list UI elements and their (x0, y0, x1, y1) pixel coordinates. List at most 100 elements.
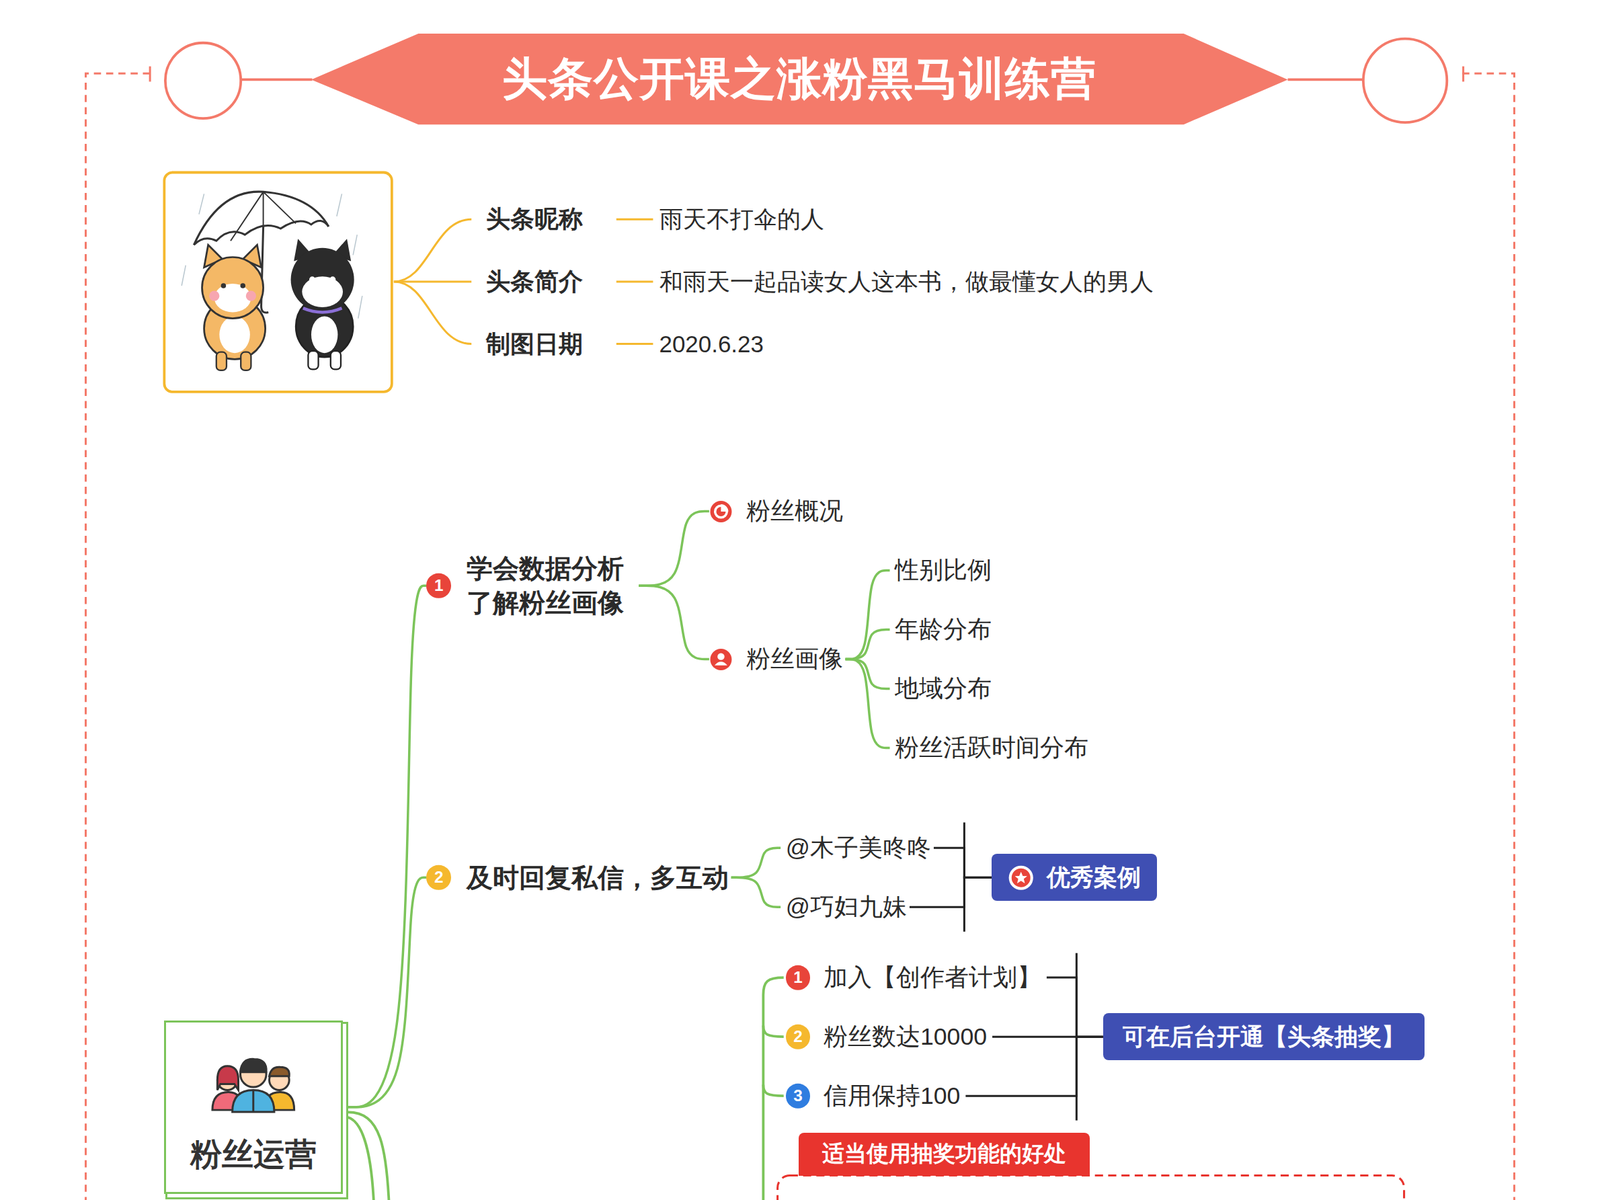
branch-line (342, 877, 427, 1108)
branch-line (845, 629, 891, 660)
avatar-illustration (311, 316, 338, 354)
branch-stub (763, 1084, 784, 1096)
avatar-illustration (193, 221, 329, 246)
avatar-illustration (221, 283, 227, 289)
branch-stub (763, 977, 784, 1200)
field-name: 头条昵称 (486, 203, 583, 236)
callout-number: 1 (785, 965, 811, 990)
field-value: 雨天不打伞的人 (659, 203, 825, 236)
branch-stub (348, 1111, 390, 1200)
node-text: 加入【创作者计划】 (823, 962, 1042, 993)
bracket-connector (909, 877, 992, 907)
avatar-illustration (352, 234, 357, 255)
avatar-illustration (336, 193, 343, 216)
node-text: 可在后台开通【头条抽奖】 (1122, 1021, 1406, 1053)
avatar-illustration (216, 352, 227, 371)
icon (709, 647, 733, 671)
field-name: 制图日期 (486, 327, 583, 361)
node-text: 粉丝概况 (746, 495, 844, 527)
title-banner (240, 77, 312, 81)
avatar-illustration (198, 193, 205, 214)
branch-line (845, 659, 891, 749)
page-frame (1462, 66, 1465, 83)
page-frame (1462, 73, 1514, 1200)
topic-node: 粉丝概况 (709, 495, 846, 527)
avatar-illustration (246, 291, 257, 302)
info-connector (616, 342, 654, 345)
avatar-illustration (219, 316, 251, 354)
node-text: 粉丝数达10000 (823, 1021, 987, 1053)
page-frame (86, 73, 151, 1200)
result-badge: 可在后台开通【头条抽奖】 (1103, 1013, 1425, 1061)
branch-line (342, 585, 427, 1108)
leaf-node: @巧妇九妹 (780, 891, 910, 923)
branch-line (731, 877, 782, 907)
field-name: 头条简介 (486, 264, 583, 298)
node-text: 及时回复私信，多互动 (466, 860, 729, 895)
avatar-illustration (240, 352, 251, 371)
branch-stub (348, 977, 784, 1200)
avatar-illustration (291, 248, 355, 312)
avatar-illustration (181, 265, 186, 286)
node-text: 地域分布 (894, 672, 992, 704)
condition-node: 信用保持100 3 (785, 1080, 964, 1112)
node-text: 信用保持100 (823, 1080, 961, 1112)
branch-line (731, 847, 782, 878)
topic-node: 及时回复私信，多互动 2 (426, 860, 731, 895)
callout-number: 3 (785, 1083, 811, 1108)
avatar-illustration (164, 172, 392, 392)
title-banner (311, 33, 1289, 125)
callout-number: 2 (785, 1024, 811, 1049)
bracket-connector (1046, 977, 1104, 1037)
dashed-panel (777, 1175, 1405, 1200)
page-frame (149, 66, 152, 83)
tag-box: 适当使用抽奖功能的好处 (798, 1132, 1090, 1176)
avatar-illustration (193, 191, 329, 245)
branch-stub (348, 1117, 375, 1200)
callout-number: 2 (426, 865, 451, 890)
info-connector (393, 281, 472, 345)
avatar-illustration (261, 226, 269, 313)
node-text: 学会数据分析 了解粉丝画像 (466, 551, 637, 621)
branch-line (845, 659, 891, 690)
condition-node: 加入【创作者计划】 1 (785, 962, 1045, 993)
node-text: 粉丝运营 (190, 1133, 317, 1176)
title-banner (1288, 77, 1365, 81)
node-text: 适当使用抽奖功能的好处 (822, 1138, 1067, 1170)
node-text: 粉丝画像 (746, 643, 844, 675)
case-badge: 优秀案例 (991, 853, 1157, 901)
leaf-node: @木子美咚咚 (780, 832, 934, 864)
root-box: 粉丝运营 (164, 1020, 343, 1194)
node-text: 优秀案例 (1046, 861, 1141, 894)
branch-line (845, 570, 891, 659)
node-text: 年龄分布 (894, 613, 992, 645)
callout-number: 1 (426, 573, 451, 598)
field-value: 2020.6.23 (659, 330, 764, 358)
info-connector (393, 280, 472, 283)
avatar-illustration (307, 350, 318, 370)
avatar-illustration (301, 276, 343, 308)
avatar-illustration (309, 276, 316, 283)
topic-node: 粉丝画像 (709, 643, 846, 675)
leaf-node: 性别比例 (890, 554, 995, 586)
branch-line (638, 585, 710, 659)
avatar-illustration (202, 257, 264, 319)
branch-stub (763, 1025, 784, 1037)
title-text: 头条公开课之涨粉黑马训练营 (311, 49, 1289, 110)
info-connector (393, 219, 472, 282)
icon (1007, 864, 1034, 891)
icon (208, 1053, 299, 1115)
bracket-connector (933, 847, 992, 878)
leaf-node: 粉丝活跃时间分布 (890, 732, 1092, 764)
avatar-illustration (303, 307, 343, 312)
info-connector (616, 218, 654, 221)
title-banner (165, 43, 241, 119)
node-text: @木子美咚咚 (785, 832, 932, 864)
condition-node: 粉丝数达10000 2 (785, 1021, 990, 1053)
branch-line (638, 510, 710, 586)
node-text: @巧妇九妹 (785, 891, 907, 923)
leaf-node: 地域分布 (890, 672, 995, 704)
title-banner (1363, 38, 1447, 123)
node-text: 性别比例 (894, 554, 992, 586)
